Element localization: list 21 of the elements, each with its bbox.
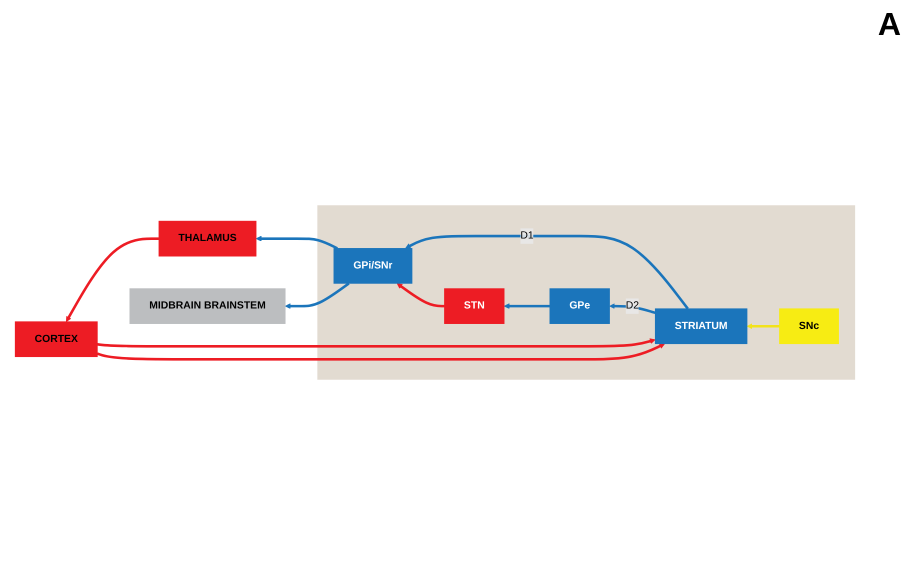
arrow (97, 338, 656, 348)
arrow (746, 323, 780, 330)
arrow (405, 234, 689, 310)
edge-label: D2 (626, 300, 640, 312)
arrow (396, 283, 444, 308)
node-box: GPi/SNr (334, 248, 412, 284)
node-box: CORTEX (14, 321, 98, 358)
edge-label: D1 (520, 230, 534, 242)
node-box: STRIATUM (654, 308, 748, 344)
node-box: STN (444, 288, 504, 324)
node-box: SNc (779, 308, 839, 344)
node-box: MIDBRAIN BRAINSTEM (129, 288, 286, 324)
node-box: GPe (550, 288, 610, 324)
node-box: THALAMUS (158, 220, 256, 256)
arrow (284, 282, 350, 309)
cluster (317, 205, 856, 380)
arrow (96, 343, 666, 361)
arrow (256, 236, 338, 250)
arrow (504, 303, 550, 309)
arrow (66, 237, 159, 322)
panel-letter: A (878, 6, 901, 43)
